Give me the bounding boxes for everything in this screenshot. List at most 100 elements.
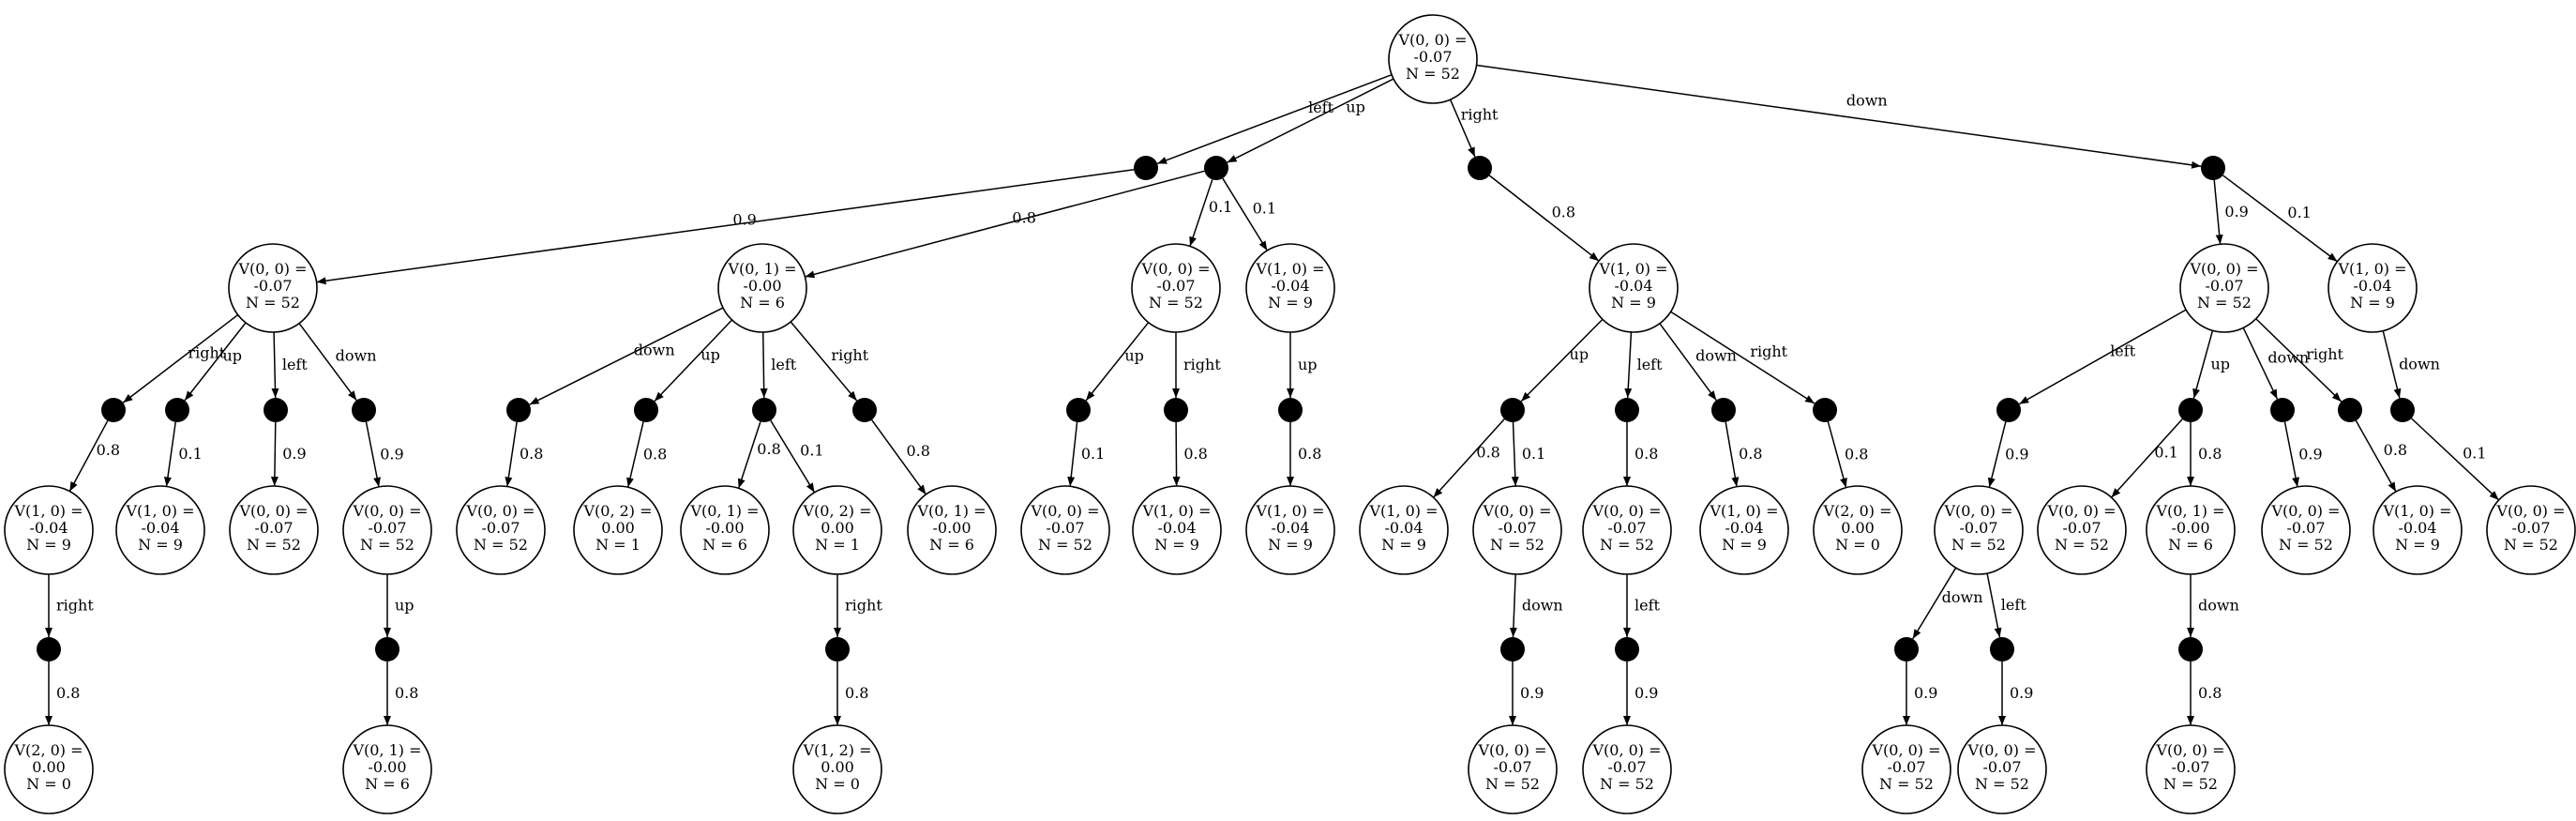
state-circle bbox=[792, 485, 882, 575]
state-circle bbox=[573, 485, 663, 575]
state-label-line: -0.04 bbox=[2398, 519, 2436, 537]
state-label-line: 0.00 bbox=[821, 758, 854, 776]
state-circle bbox=[1132, 485, 1222, 575]
edge-a_down-n_d2 bbox=[2222, 175, 2338, 263]
state-node-M6: V(0, 0) =-0.07N = 52 bbox=[1861, 724, 1951, 814]
state-label-line: N = 52 bbox=[2055, 536, 2109, 554]
edge-n_l-l_left bbox=[271, 331, 279, 399]
edge-label: right bbox=[2306, 345, 2343, 363]
state-node-L1: V(1, 0) =-0.04N = 9 bbox=[4, 485, 94, 575]
state-label-line: N = 9 bbox=[2395, 536, 2440, 554]
state-label-line: -0.04 bbox=[1271, 519, 1309, 537]
edge-label: up bbox=[223, 346, 243, 364]
edge-label: 0.1 bbox=[800, 441, 823, 459]
edge-label: 0.9 bbox=[2298, 445, 2322, 463]
state-node-n_u3: V(1, 0) =-0.04N = 9 bbox=[1245, 243, 1335, 333]
state-label-line: -0.04 bbox=[1271, 277, 1309, 295]
action-node-u2_right bbox=[1164, 398, 1188, 422]
edge-root-a_down bbox=[1476, 64, 2202, 169]
state-node-M1: V(2, 0) =0.00N = 0 bbox=[4, 724, 94, 814]
state-label-line: -0.07 bbox=[2171, 758, 2209, 776]
action-node-u1_up bbox=[634, 398, 658, 422]
state-node-L20: V(0, 1) =-0.00N = 6 bbox=[2146, 485, 2236, 575]
state-node-L18: V(0, 0) =-0.07N = 52 bbox=[1934, 485, 2024, 575]
edge-label: 0.9 bbox=[2010, 684, 2033, 702]
edge-n_d1-d1_left bbox=[2018, 309, 2187, 405]
state-label-line: N = 1 bbox=[815, 536, 860, 554]
state-label-line: N = 52 bbox=[1600, 536, 1654, 554]
state-node-M8: V(0, 0) =-0.07N = 52 bbox=[2146, 724, 2236, 814]
state-label-line: N = 52 bbox=[1951, 536, 2006, 554]
edge-root-a_left bbox=[1156, 73, 1393, 165]
state-label-line: V(0, 0) = bbox=[238, 502, 308, 520]
state-circle bbox=[2486, 485, 2576, 575]
edge-n_r-r_down bbox=[1659, 323, 1717, 401]
edge-label: right bbox=[831, 346, 868, 364]
edge-r_up-L14 bbox=[1511, 421, 1519, 487]
state-circle bbox=[1020, 485, 1110, 575]
state-label-line: N = 1 bbox=[595, 536, 640, 554]
state-label-line: -0.07 bbox=[368, 519, 406, 537]
edge-label: 0.8 bbox=[757, 440, 780, 458]
state-label-line: N = 52 bbox=[1406, 65, 1460, 83]
edge-n_u1-u1_up bbox=[654, 319, 733, 403]
action-node-r_left bbox=[1615, 398, 1639, 422]
edge-r_up-L13 bbox=[1433, 418, 1505, 498]
state-label-line: -0.07 bbox=[1156, 277, 1195, 295]
state-circle bbox=[1359, 485, 1449, 575]
edge-label: left bbox=[771, 356, 797, 373]
edge-l_right-L1 bbox=[68, 420, 109, 492]
state-label-line: N = 6 bbox=[365, 775, 410, 793]
state-label-line: -0.07 bbox=[2205, 277, 2243, 295]
state-label-line: N = 9 bbox=[1722, 536, 1767, 554]
state-label-line: V(1, 0) = bbox=[1709, 502, 1778, 520]
state-node-n_u2: V(0, 0) =-0.07N = 52 bbox=[1131, 243, 1221, 333]
action-node-u1_right bbox=[852, 398, 877, 422]
state-node-L16: V(1, 0) =-0.04N = 9 bbox=[1699, 485, 1789, 575]
edge-label: 0.8 bbox=[1298, 445, 1321, 463]
edge-u1_left-L7 bbox=[737, 421, 761, 489]
edge-n_r-r_left bbox=[1624, 331, 1633, 399]
edge-r_down-L16 bbox=[1725, 421, 1740, 487]
node-layer: V(0, 0) =-0.07N = 52V(0, 0) =-0.07N = 52… bbox=[4, 14, 2576, 814]
edge-label: up bbox=[1298, 356, 1318, 373]
action-node-u1_left bbox=[752, 398, 776, 422]
edge-label: 0.9 bbox=[2224, 203, 2248, 220]
state-circle bbox=[2179, 243, 2269, 333]
action-node-a_down bbox=[2201, 156, 2225, 180]
edge-d1_down-L21 bbox=[2283, 421, 2299, 488]
edge-a_down-n_d1 bbox=[2213, 179, 2223, 245]
state-circle bbox=[1472, 485, 1562, 575]
state-label-line: V(0, 0) = bbox=[1140, 260, 1210, 278]
edge-n_d2-d2_down bbox=[2382, 330, 2402, 399]
state-label-line: -0.00 bbox=[932, 519, 971, 537]
state-label-line: V(0, 0) = bbox=[237, 260, 307, 278]
edge-label: 0.8 bbox=[907, 442, 930, 460]
state-label-line: N = 6 bbox=[740, 294, 785, 312]
state-label-line: V(0, 1) = bbox=[916, 502, 986, 520]
state-node-root: V(0, 0) =-0.07N = 52 bbox=[1388, 14, 1478, 104]
state-label-line: V(0, 0) = bbox=[1871, 741, 1940, 759]
edge-label: 0.9 bbox=[1520, 684, 1544, 702]
edge-L14-l14_down bbox=[1509, 573, 1517, 638]
edge-label: 0.8 bbox=[520, 445, 543, 463]
action-node-u1_down bbox=[506, 398, 531, 422]
edge-label: 0.1 bbox=[1081, 445, 1105, 463]
edge-l_left-L3 bbox=[270, 421, 279, 487]
state-label-line: -0.07 bbox=[253, 277, 292, 295]
state-circle bbox=[717, 243, 807, 333]
state-circle bbox=[2146, 724, 2236, 814]
state-label-line: V(0, 2) = bbox=[802, 502, 871, 520]
edge-label: 0.9 bbox=[282, 445, 306, 463]
edge-label: 0.8 bbox=[1012, 209, 1035, 227]
state-label-line: N = 52 bbox=[1879, 775, 1934, 793]
state-label-line: V(0, 2) = bbox=[582, 502, 652, 520]
edge-n_l-l_right bbox=[122, 313, 239, 403]
state-label-line: -0.07 bbox=[1982, 758, 2021, 776]
state-circle bbox=[115, 485, 205, 575]
action-node-l18_left bbox=[1990, 637, 2014, 661]
edge-label: 0.1 bbox=[2463, 444, 2486, 462]
state-label-line: N = 52 bbox=[246, 294, 300, 312]
state-label-line: V(1, 0) = bbox=[1255, 502, 1324, 520]
